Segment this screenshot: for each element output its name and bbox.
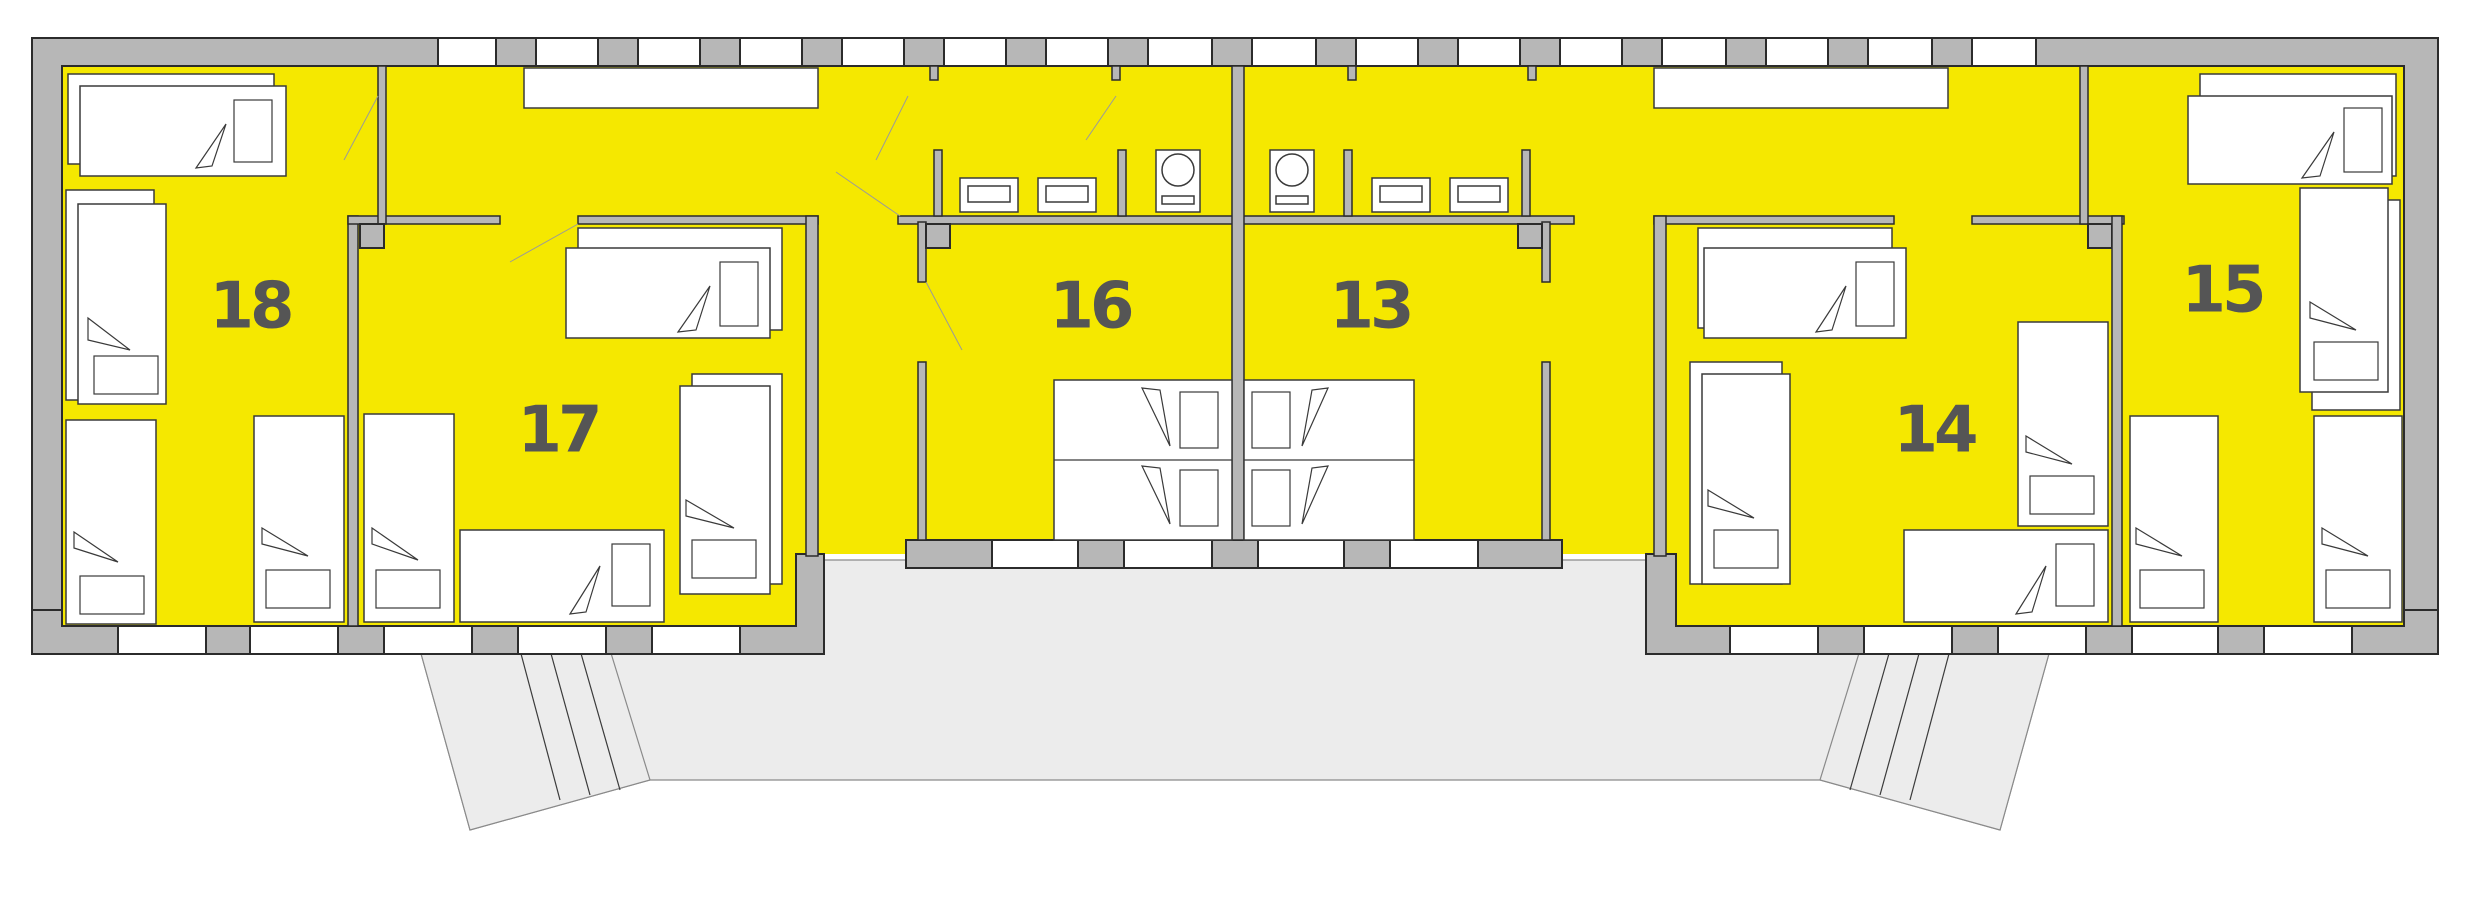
room-17-label: 17 [517,394,598,468]
beds-room-14 [1689,227,2109,623]
room-labels: 18 17 16 13 14 15 [209,254,2267,468]
corridor-fixtures [959,149,1509,213]
beds-room-18 [65,73,345,625]
bed [2017,321,2109,527]
bed [65,419,157,625]
door-swings [343,95,1117,351]
room-15-label: 15 [2181,254,2263,328]
right-stair [1819,649,2051,831]
room-14-label: 14 [1893,394,1976,468]
bed [2313,415,2403,623]
bed [253,415,345,623]
room-16-label: 16 [1049,270,1132,344]
beds-center [1053,379,1415,541]
bed [2129,415,2219,623]
room-13-label: 13 [1329,270,1410,344]
outer-walls [31,37,2439,611]
room-18-label: 18 [209,270,291,344]
left-stair [419,649,651,831]
bed [363,413,455,623]
beds-room-17 [363,227,783,623]
bed [459,529,665,623]
bed [1903,529,2109,623]
bottom-walls [31,539,2439,655]
interior-walls [347,65,2125,627]
terrace [419,559,2051,831]
beds-room-15 [2129,73,2403,623]
